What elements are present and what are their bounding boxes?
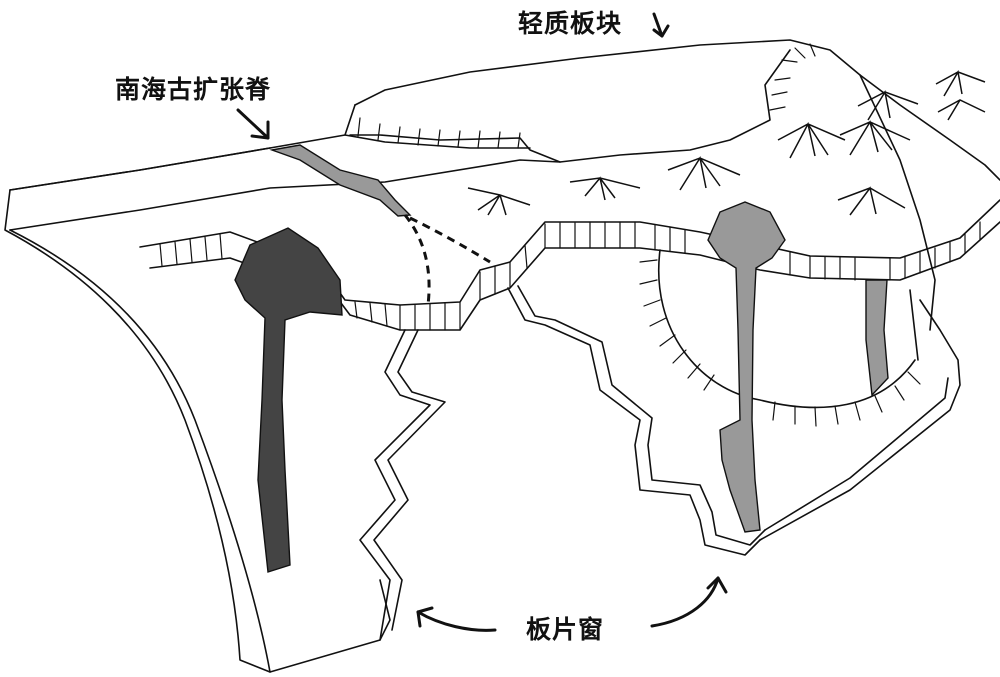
- plate-fold-line: [9, 159, 561, 231]
- right-plate-divider-2: [909, 289, 919, 361]
- paleo-ridge-label: 南海古扩张脊: [115, 75, 272, 104]
- plate-left-top-edge: [9, 147, 271, 191]
- rift-symbol: [837, 186, 906, 216]
- window-arrow-left: [416, 610, 497, 632]
- rift-symbol: [937, 99, 986, 121]
- right-inner-curve: [657, 249, 916, 409]
- subducted-ridge-dashed: [403, 214, 431, 306]
- rift-symbol: [467, 187, 531, 216]
- rift-symbol: [667, 156, 741, 191]
- rift-symbol: [935, 69, 986, 97]
- rift-symbols: [467, 69, 986, 216]
- light-plate-arrow-head: [652, 24, 670, 38]
- light-plate-label: 轻质板块: [518, 9, 623, 38]
- window-arrow-left-head: [416, 606, 434, 628]
- right-inner-curve-hatches: [639, 259, 921, 427]
- slab-window-left-edge: [359, 329, 431, 641]
- light-plate-outline: [354, 39, 1000, 181]
- window-arrow-right-head: [706, 576, 728, 594]
- rift-symbol: [857, 89, 919, 121]
- small-gray-conduit: [865, 279, 889, 397]
- right-slab-lower-inner: [764, 377, 949, 531]
- gray-slab-conduit: [707, 201, 786, 533]
- right-slab-lower-outline: [759, 299, 961, 541]
- subducted-ridge-dashed-2: [409, 216, 491, 264]
- ridge-band-hatches: [159, 221, 981, 331]
- light-plate-hatches: [357, 43, 816, 149]
- ridge-label-arrow-head: [250, 120, 270, 140]
- right-plate-divider-1: [859, 74, 936, 331]
- slab-window-right-edge: [507, 287, 761, 556]
- slab-window-right-edge-inner: [517, 285, 766, 546]
- light-plate-arrow: [652, 12, 664, 38]
- rift-symbol: [569, 176, 641, 201]
- window-arrow-right: [650, 576, 720, 628]
- dark-slab-conduit: [234, 227, 343, 573]
- left-slab-wall-inner: [9, 229, 271, 673]
- plate-inner-boundary: [349, 49, 791, 163]
- left-slab-wall-outer: [4, 189, 391, 673]
- rift-symbol: [839, 120, 911, 156]
- ridge-label-arrow: [236, 108, 270, 140]
- light-plate-hatch-edge: [344, 134, 531, 149]
- paleo-ridge-strip: [269, 144, 412, 217]
- slab-window-label: 板片窗: [526, 615, 605, 644]
- rift-symbol: [777, 121, 846, 159]
- slab-window-left-edge-inner: [373, 329, 446, 631]
